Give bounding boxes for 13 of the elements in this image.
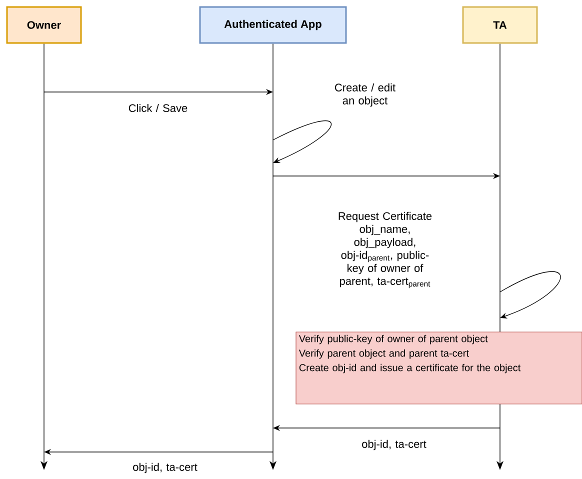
edge-label: Request Certificate obj_name, obj_payload, obj-id$_{parent}$, public-key of owner of parent, ta-cert$_{parent}$ xyxy=(338,212,432,288)
self-loop-arrow xyxy=(500,271,561,319)
note-box: Verify public-key of owner of parent object Verify parent object and parent ta-cert Create obj-id and issue a certificate for the object xyxy=(296,332,582,404)
self-loop-arrow xyxy=(272,120,332,163)
lifeline xyxy=(270,44,276,470)
actor-box: TA xyxy=(462,6,538,44)
lifeline xyxy=(40,44,48,470)
edge-label: Create / edit an object xyxy=(335,83,396,107)
edge-label: obj-id, ta-cert xyxy=(133,462,198,474)
edge-label: Click / Save xyxy=(128,104,188,112)
edge-label: obj-id, ta-cert xyxy=(362,440,426,450)
actor-box: Authenticated App xyxy=(199,6,347,44)
actor-box: Owner xyxy=(6,6,82,44)
